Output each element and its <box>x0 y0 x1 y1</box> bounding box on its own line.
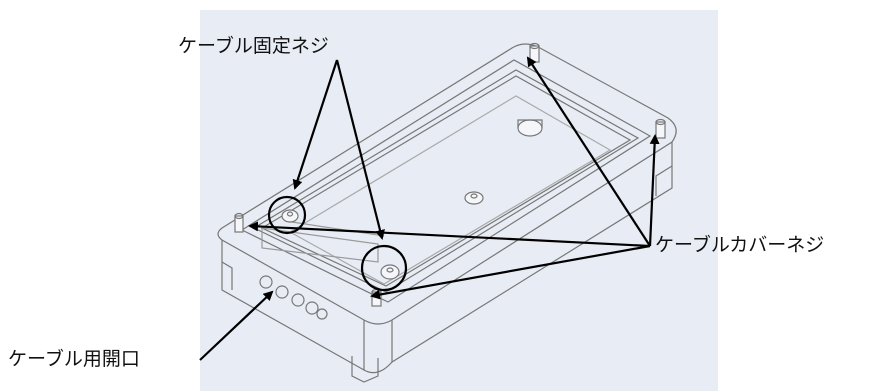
arrow-cover-right <box>648 134 660 247</box>
front-wall <box>221 240 365 372</box>
drawing-background <box>200 10 718 391</box>
post-front-left <box>234 212 244 233</box>
foot-front <box>351 356 379 383</box>
arrow-fixing-left <box>292 59 339 190</box>
arrow-cover-front <box>370 244 651 300</box>
inner-floor <box>288 95 612 285</box>
label-cable-fixing-screw: ケーブル固定ネジ <box>178 35 329 57</box>
inner-rim <box>240 59 652 303</box>
post-rear <box>529 42 540 63</box>
groove-inner <box>260 75 632 287</box>
post-front <box>371 288 382 307</box>
cable-channel <box>261 227 379 263</box>
enclosure-body <box>217 42 677 383</box>
arrow-cover-left <box>248 221 651 248</box>
groove-outer <box>252 69 640 293</box>
arrow-cover-rear <box>526 56 651 247</box>
cable-hole-3 <box>291 293 305 307</box>
label-cable-cover-screw: ケーブルカバーネジ <box>655 234 825 256</box>
label-cable-opening: ケーブル用開口 <box>8 348 140 370</box>
arrow-opening <box>199 290 274 361</box>
cable-hole-2 <box>275 285 289 299</box>
post-right <box>655 118 666 139</box>
cable-hole-1 <box>259 275 273 289</box>
side-wall <box>391 142 673 364</box>
foot-right <box>655 165 673 196</box>
arrow-fixing-right <box>335 59 385 240</box>
highlight-circle-left <box>267 195 307 235</box>
cable-hole-5 <box>316 308 328 320</box>
cable-hole-4 <box>305 301 319 315</box>
foot-front-left <box>221 261 233 290</box>
highlight-circle-right <box>360 244 408 292</box>
boss-rear <box>517 119 543 137</box>
